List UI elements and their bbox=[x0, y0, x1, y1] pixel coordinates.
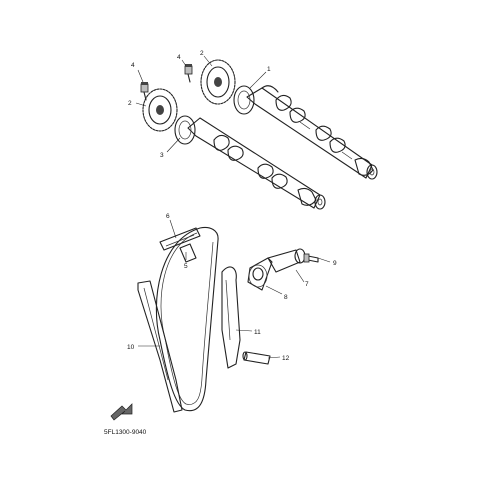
cam-sprocket-lower bbox=[142, 88, 178, 132]
chain-guide-top bbox=[159, 227, 201, 251]
bolt-lower bbox=[140, 82, 149, 101]
callout-10: 10 bbox=[127, 344, 135, 351]
callout-5: 5 bbox=[184, 263, 188, 270]
bolt-upper bbox=[184, 64, 193, 83]
sprocket-hub-lower bbox=[174, 115, 196, 145]
camshaft-lower bbox=[187, 117, 326, 210]
callout-4-lower: 4 bbox=[131, 62, 135, 69]
tensioner-guide bbox=[221, 266, 241, 369]
camshaft-upper bbox=[246, 85, 378, 180]
chain-guide-left bbox=[137, 280, 183, 413]
drawing-code: 5FL1300-9040 bbox=[104, 429, 147, 436]
callout-7: 7 bbox=[305, 281, 309, 288]
timing-chain bbox=[155, 226, 219, 412]
cam-sprocket-upper bbox=[200, 59, 236, 105]
tensioner-bolt bbox=[303, 253, 319, 263]
callout-2-lower: 2 bbox=[128, 100, 132, 107]
callout-4-upper: 4 bbox=[177, 54, 181, 61]
callout-11: 11 bbox=[254, 329, 261, 336]
tensioner-gasket bbox=[248, 264, 268, 288]
callout-9: 9 bbox=[333, 260, 337, 267]
callout-2-upper: 2 bbox=[200, 50, 204, 57]
chain-link-piece bbox=[179, 243, 197, 263]
chain-tensioner bbox=[247, 248, 306, 291]
front-arrow-icon bbox=[110, 403, 133, 421]
callout-8: 8 bbox=[284, 294, 288, 301]
callout-6: 6 bbox=[166, 213, 170, 220]
callout-3: 3 bbox=[160, 152, 164, 159]
callout-12: 12 bbox=[282, 355, 290, 362]
callout-1-upper: 1 bbox=[267, 66, 271, 73]
sprocket-hub-upper bbox=[233, 85, 255, 115]
guide-pin bbox=[242, 351, 271, 365]
leader-lines bbox=[135, 55, 331, 359]
